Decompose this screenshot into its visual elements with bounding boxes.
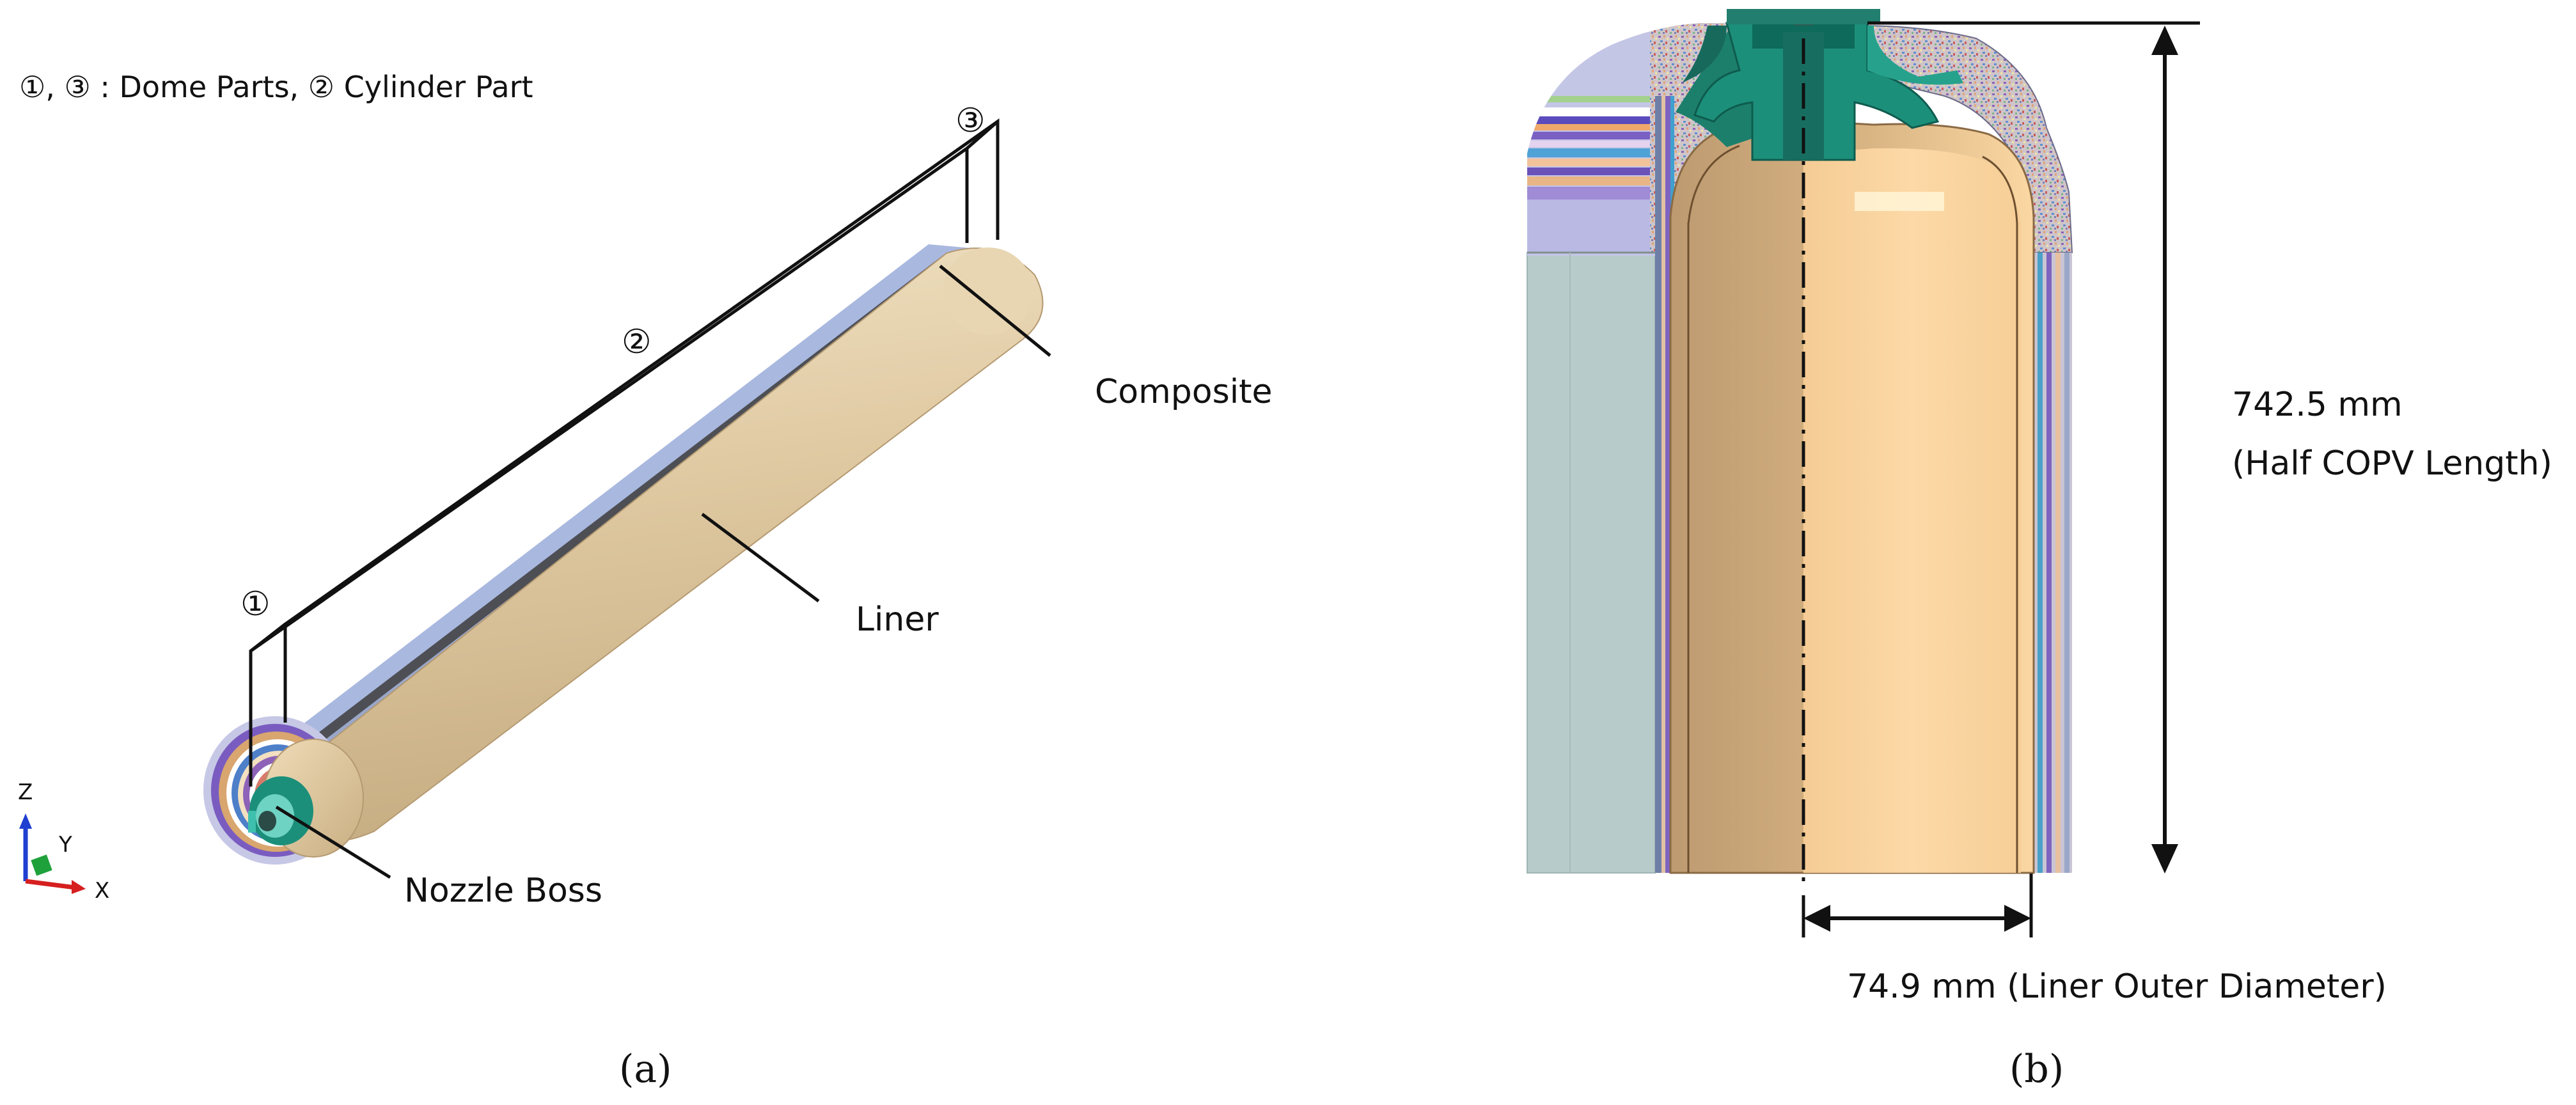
liner-inner-wall-right xyxy=(1982,155,2018,873)
marker-dome-1: ① xyxy=(240,585,271,623)
liner-inner-wall-left xyxy=(1687,145,1740,873)
length-description-label: (Half COPV Length) xyxy=(2232,444,2552,483)
legend-dome-cylinder-parts: ①, ③ : Dome Parts, ② Cylinder Part xyxy=(19,70,533,104)
length-dimension-arrow xyxy=(2151,26,2178,874)
marker-dome-3: ③ xyxy=(955,102,986,140)
label-nozzle-boss: Nozzle Boss xyxy=(404,872,602,910)
caption-a: (a) xyxy=(619,1047,672,1092)
leader-lines-a xyxy=(275,265,1051,879)
liner-interior-bright xyxy=(1803,148,2021,874)
coordinate-triad: Z Y X xyxy=(18,780,109,904)
label-liner: Liner xyxy=(856,600,939,639)
panel-a-isometric-view: ①, ③ : Dome Parts, ② Cylinder Part xyxy=(18,70,1273,1092)
label-composite: Composite xyxy=(1095,373,1273,411)
liner-highlight xyxy=(1855,192,1944,211)
caption-b: (b) xyxy=(2009,1047,2064,1092)
diameter-dimension-arrow xyxy=(1802,874,2033,937)
axis-y-label: Y xyxy=(58,832,72,858)
dome-cylinder-brackets xyxy=(249,118,1000,787)
axis-z-label: Z xyxy=(18,780,33,805)
diameter-label: 74.9 mm (Liner Outer Diameter) xyxy=(1847,968,2387,1006)
panel-b-section-view: 742.5 mm (Half COPV Length) 74.9 mm (Lin… xyxy=(1527,9,2552,1092)
marker-cylinder-2: ② xyxy=(622,323,652,361)
liner-far-cap xyxy=(943,247,1033,334)
nozzle-boss-section xyxy=(1676,9,1963,161)
axis-x-label: X xyxy=(95,878,109,904)
composite-grey-block xyxy=(1527,252,1656,874)
length-value-label: 742.5 mm xyxy=(2232,386,2403,424)
